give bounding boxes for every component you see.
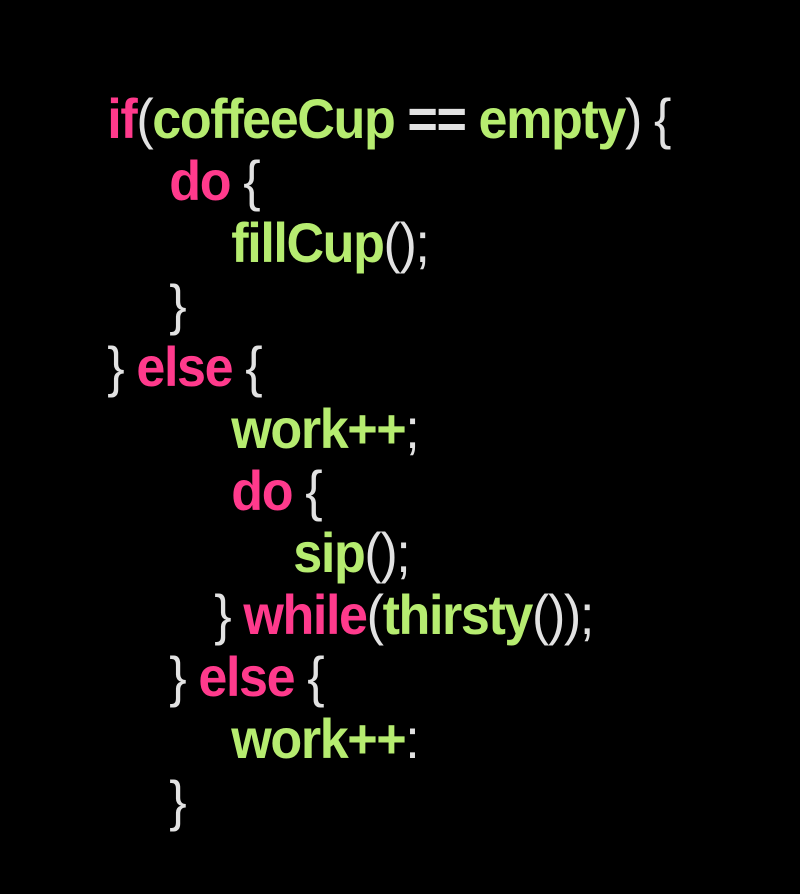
identifier-sip: sip	[293, 521, 365, 584]
keyword-if: if	[107, 87, 137, 150]
keyword-else: else	[198, 645, 295, 708]
call-parens-close-semicolon: ());	[531, 583, 594, 646]
code-line-else-inner: } else {	[117, 584, 324, 770]
close-brace: }	[169, 769, 186, 832]
identifier-work-increment: work++	[231, 397, 406, 460]
code-line-close-brace: }	[117, 212, 186, 398]
close-paren-open-brace: ) {	[624, 87, 671, 150]
open-brace: {	[292, 459, 322, 522]
code-line-sip: sip();	[241, 460, 410, 646]
keyword-while: while	[243, 583, 368, 646]
identifier-empty: empty	[478, 87, 627, 150]
identifier-work-increment: work++	[231, 707, 406, 770]
call-parens-semicolon: ();	[364, 521, 410, 584]
semicolon: ;	[405, 397, 419, 460]
code-line-final-brace: }	[117, 708, 186, 894]
close-brace: }	[169, 645, 199, 708]
open-brace: {	[294, 645, 324, 708]
open-brace: {	[232, 335, 262, 398]
open-paren: (	[136, 87, 153, 150]
close-brace: }	[107, 335, 137, 398]
identifier-thirsty: thirsty	[382, 583, 534, 646]
code-line-work-inner: work++:	[179, 646, 419, 832]
identifier-coffeecup: coffeeCup	[152, 87, 395, 150]
code-line-work: work++;	[179, 336, 419, 522]
equality-operator: ==	[394, 87, 479, 150]
colon: :	[405, 707, 419, 770]
identifier-fillcup: fillCup	[231, 211, 385, 274]
code-line-else: } else {	[55, 274, 262, 460]
keyword-do: do	[169, 149, 231, 212]
call-parens-semicolon: ();	[383, 211, 430, 274]
code-line-fillcup: fillCup();	[179, 150, 430, 336]
code-line-if: if(coffeeCup == empty) {	[55, 26, 671, 212]
code-snippet: if(coffeeCup == empty) { do { fillCup();…	[55, 26, 671, 832]
open-brace: {	[230, 149, 260, 212]
code-line-while: } while(thirsty());	[162, 522, 594, 708]
keyword-else: else	[136, 335, 233, 398]
keyword-do: do	[231, 459, 293, 522]
open-paren: (	[366, 583, 384, 646]
code-line-do: do {	[117, 88, 260, 274]
close-brace: }	[169, 273, 186, 336]
close-brace: }	[214, 583, 244, 646]
code-line-do-inner: do {	[179, 398, 322, 584]
